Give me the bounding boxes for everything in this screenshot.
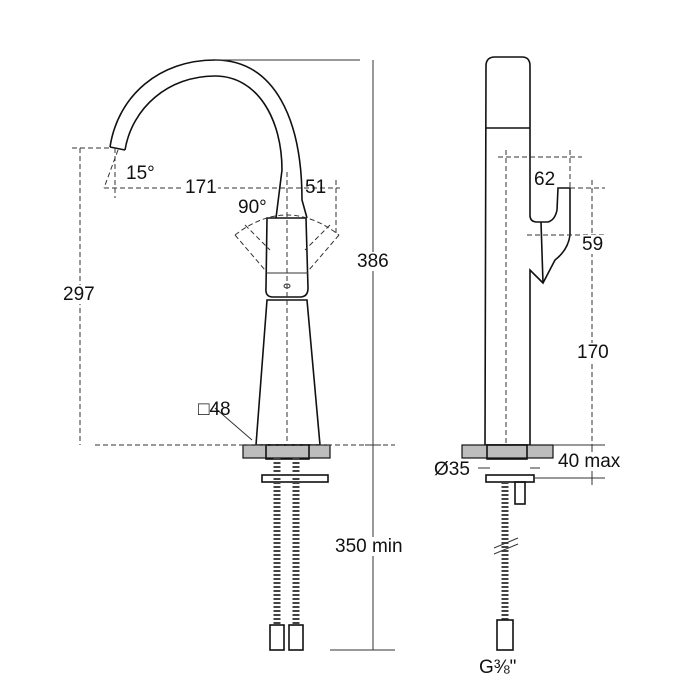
side-hose-nut: [496, 619, 514, 651]
spout-inner-edge: [124, 75, 283, 219]
side-view-faucet: [461, 56, 571, 651]
spout-angle-label: 15°: [125, 163, 156, 184]
hose-nut-left: [269, 624, 285, 651]
handle-elevation-label: 170: [576, 342, 610, 363]
faucet-body: [255, 299, 321, 446]
handle: [265, 217, 309, 298]
handle-rotation-label: 90°: [238, 197, 267, 218]
base-size-label: □48: [198, 399, 231, 420]
side-deck-plate: [461, 444, 554, 459]
hose-nut-right: [288, 624, 304, 651]
handle-offset-label: 51: [305, 177, 327, 198]
deck-plate: [242, 444, 331, 459]
deck-thickness-label: 40 max: [557, 451, 622, 472]
hose-length-label: 350 min: [334, 536, 404, 557]
side-view-dimensions: [478, 150, 605, 485]
total-height-label: 386: [356, 251, 390, 272]
spout-height-label: 297: [62, 284, 96, 305]
hole-diameter-label: Ø35: [434, 459, 470, 480]
handle-depth-label: 62: [533, 169, 557, 190]
front-view-faucet: [109, 59, 340, 651]
handle-height-label: 59: [581, 234, 605, 255]
side-body: [484, 56, 571, 446]
spout-reach-label: 171: [184, 177, 218, 198]
connection-thread-label: G⅜": [478, 657, 518, 678]
